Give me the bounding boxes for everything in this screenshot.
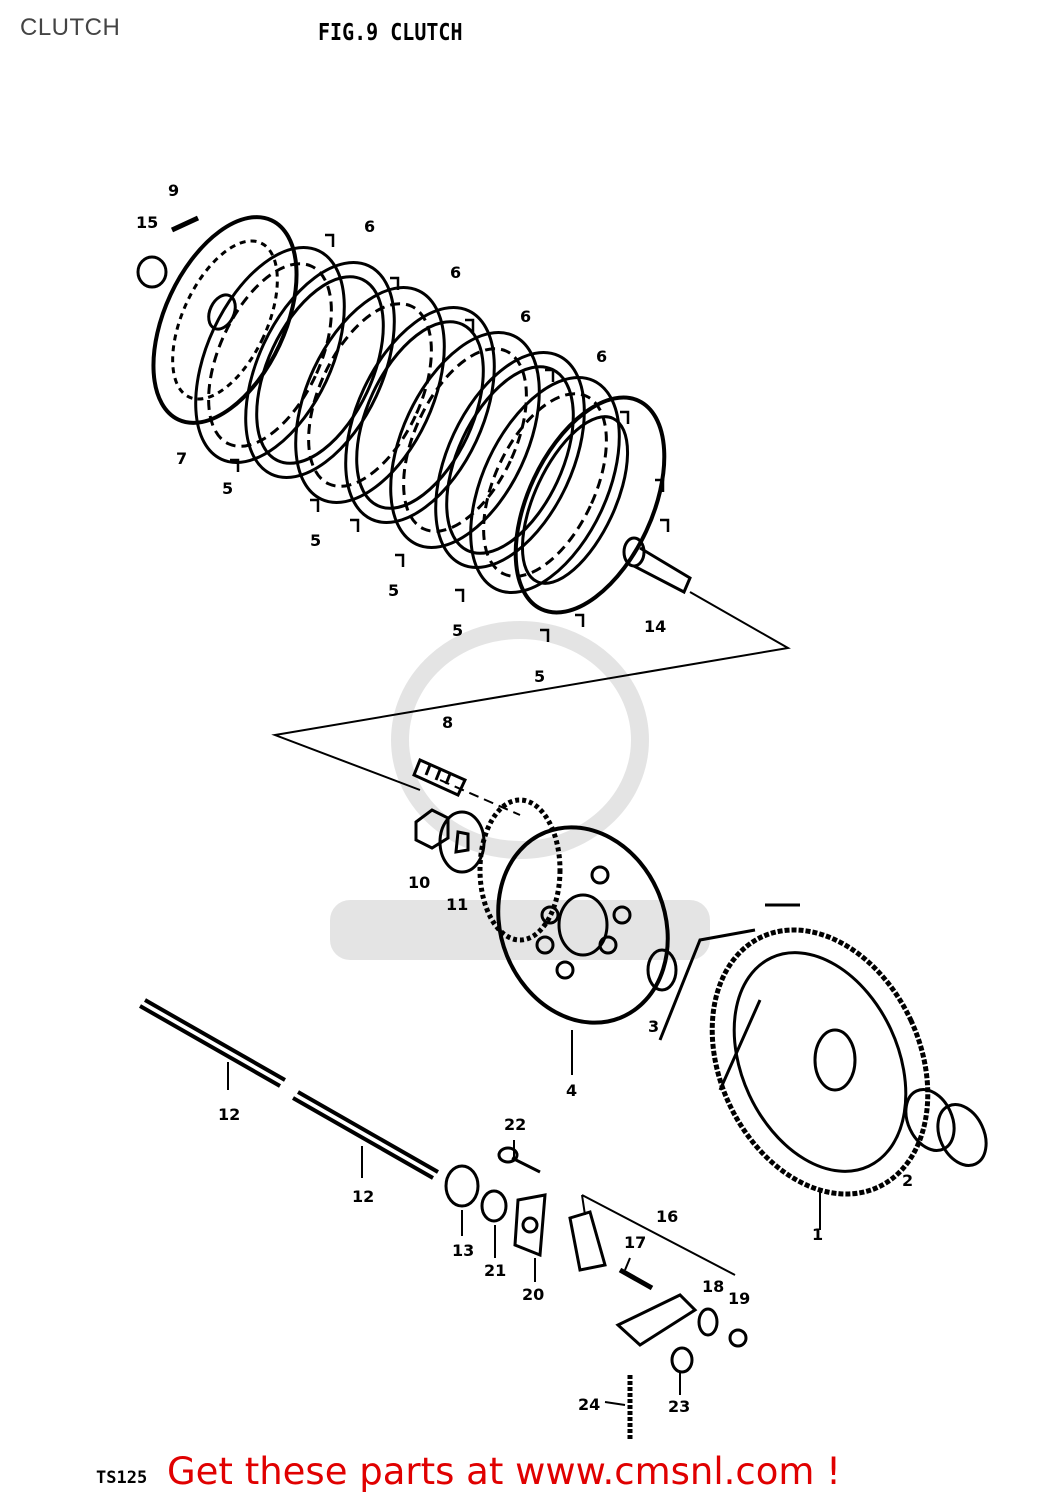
nut-10 bbox=[414, 808, 450, 850]
leader-lines bbox=[227, 1030, 821, 1406]
callout-1: 1 bbox=[812, 1225, 823, 1244]
plain-plate-6b bbox=[344, 306, 496, 524]
pin-9 bbox=[170, 215, 200, 233]
pin-17 bbox=[618, 1267, 654, 1291]
washer-3 bbox=[646, 948, 678, 992]
push-piece-14 bbox=[622, 536, 692, 595]
washer-11 bbox=[438, 810, 486, 874]
page-title: CLUTCH bbox=[20, 14, 121, 41]
friction-plate-5a bbox=[194, 246, 346, 464]
callout-12a: 12 bbox=[218, 1105, 240, 1124]
o-rings-2 bbox=[904, 1088, 988, 1167]
callout-11: 11 bbox=[446, 895, 468, 914]
figure-title: FIG.9 CLUTCH bbox=[318, 18, 463, 46]
primary-driven-gear-1 bbox=[658, 903, 931, 1197]
callout-5c: 5 bbox=[388, 581, 399, 600]
callout-17: 17 bbox=[624, 1233, 646, 1252]
callout-5d: 5 bbox=[452, 621, 463, 640]
bearing-21 bbox=[480, 1189, 508, 1223]
callout-5a: 5 bbox=[222, 479, 233, 498]
callout-21: 21 bbox=[484, 1261, 506, 1280]
callout-10: 10 bbox=[408, 873, 430, 892]
oil-seal-13 bbox=[444, 1164, 480, 1208]
alignment-lines bbox=[271, 591, 791, 816]
callout-2: 2 bbox=[902, 1171, 913, 1190]
friction-plate-5d bbox=[469, 376, 621, 594]
friction-plate-5c bbox=[389, 331, 541, 549]
callout-4: 4 bbox=[566, 1081, 577, 1100]
push-rods-12 bbox=[139, 998, 439, 1180]
bearing-15 bbox=[136, 255, 168, 289]
bushing-23 bbox=[670, 1346, 694, 1374]
plain-plate-6a bbox=[244, 261, 396, 479]
bracket-line-16 bbox=[581, 1194, 736, 1276]
spring-8 bbox=[412, 757, 468, 797]
release-lever bbox=[615, 1293, 698, 1347]
callout-16: 16 bbox=[656, 1207, 678, 1226]
callout-19: 19 bbox=[728, 1289, 750, 1308]
shop-link-banner[interactable]: Get these parts at www.cmsnl.com ! bbox=[163, 1450, 846, 1493]
callout-14: 14 bbox=[644, 617, 666, 636]
friction-plate-5b bbox=[294, 286, 446, 504]
callout-6d: 6 bbox=[596, 347, 607, 366]
callout-3: 3 bbox=[648, 1017, 659, 1036]
model-code: TS125 bbox=[96, 1468, 148, 1488]
callout-9: 9 bbox=[168, 181, 179, 200]
plate-20 bbox=[513, 1193, 547, 1258]
callout-6a: 6 bbox=[364, 217, 375, 236]
callout-6c: 6 bbox=[520, 307, 531, 326]
plain-plate-6d bbox=[513, 395, 667, 615]
clip-19 bbox=[728, 1328, 748, 1348]
plate-tabs bbox=[230, 233, 670, 642]
callout-8: 8 bbox=[442, 713, 453, 732]
callout-24: 24 bbox=[578, 1395, 600, 1414]
callout-5e: 5 bbox=[534, 667, 545, 686]
callout-7: 7 bbox=[176, 449, 187, 468]
screw-22 bbox=[497, 1146, 541, 1174]
washer-18 bbox=[697, 1307, 719, 1337]
callout-23: 23 bbox=[668, 1397, 690, 1416]
callout-22: 22 bbox=[504, 1115, 526, 1134]
clutch-sleeve-hub-4 bbox=[477, 797, 670, 1025]
callout-labels: 1 2 3 4 5 5 5 5 5 6 6 6 6 7 8 9 10 11 12… bbox=[136, 181, 913, 1416]
callout-13: 13 bbox=[452, 1241, 474, 1260]
callout-15: 15 bbox=[136, 213, 158, 232]
release-cam-16 bbox=[568, 1210, 607, 1272]
callout-18: 18 bbox=[702, 1277, 724, 1296]
callout-6b: 6 bbox=[450, 263, 461, 282]
callout-12b: 12 bbox=[352, 1187, 374, 1206]
callout-20: 20 bbox=[522, 1285, 544, 1304]
callout-5b: 5 bbox=[310, 531, 321, 550]
